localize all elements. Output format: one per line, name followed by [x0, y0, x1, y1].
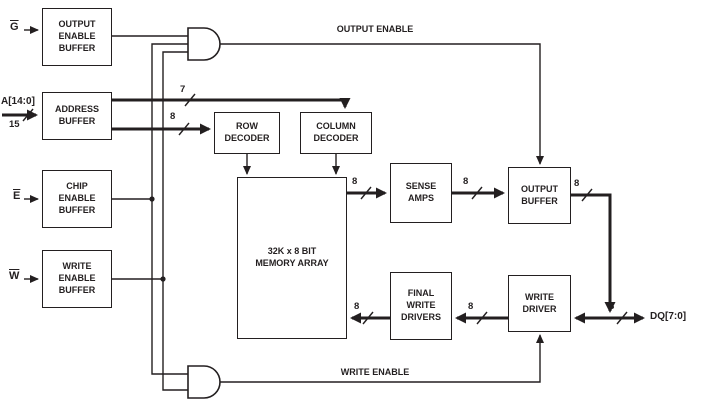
memory-array-block: 32K x 8 BIT MEMORY ARRAY: [237, 177, 347, 339]
address-column-bus: [112, 98, 351, 109]
address-buffer-block: ADDRESS BUFFER: [42, 92, 112, 140]
slash-8-wd-final: [476, 311, 488, 325]
slash-8-array-sense: [360, 186, 372, 200]
g-input-label: G: [10, 21, 19, 33]
bus-width-slashes: [22, 93, 628, 325]
chip-enable-buffer-block: CHIP ENABLE BUFFER: [42, 170, 112, 228]
w-junction-dot: [160, 276, 166, 282]
e-vertical-wire: [151, 43, 188, 375]
and-gates: [187, 27, 221, 399]
bus-width-8-outbuf-dq-label: 8: [574, 178, 580, 189]
slash-8-row: [178, 122, 190, 136]
bus-width-7-label: 7: [180, 84, 186, 95]
slash-8-final-array: [362, 311, 374, 325]
bus-width-8-dq-label: 8: [609, 301, 615, 312]
slash-8-outbuf-dq: [581, 188, 593, 202]
slash-8-sense-outbuf: [471, 186, 483, 200]
bus-width-8-array-sense-label: 8: [352, 176, 358, 187]
output-enable-and-gate: [187, 27, 221, 61]
slash-7: [184, 93, 196, 107]
dq-output-label: DQ[7:0]: [650, 311, 687, 322]
control-wires: [24, 26, 544, 391]
column-decoder-block: COLUMN DECODER: [300, 112, 372, 154]
slash-8-dq: [616, 311, 628, 325]
output-enable-buffer-block: OUTPUT ENABLE BUFFER: [42, 8, 112, 66]
write-driver-block: WRITE DRIVER: [508, 275, 571, 332]
write-enable-buffer-block: WRITE ENABLE BUFFER: [42, 250, 112, 308]
row-decoder-block: ROW DECODER: [214, 112, 280, 154]
output-enable-run-wire: [220, 43, 544, 165]
write-enable-run-wire: [220, 334, 544, 383]
bus-width-8-final-array-label: 8: [354, 301, 360, 312]
bus-width-8-row-label: 8: [170, 111, 176, 122]
bus-width-8-wd-final-label: 8: [468, 301, 474, 312]
w-input-label: W: [9, 270, 20, 282]
bus-width-8-sense-outbuf-label: 8: [463, 176, 469, 187]
slash-15: [22, 108, 34, 122]
write-enable-signal-label: WRITE ENABLE: [340, 367, 410, 377]
address-width-label: 15: [9, 119, 20, 130]
outbuf-to-dq-bus: [571, 193, 616, 313]
e-junction-dot: [149, 196, 155, 202]
write-enable-and-gate: [187, 365, 221, 399]
sense-amps-block: SENSE AMPS: [390, 163, 452, 223]
w-vertical-wire: [162, 51, 188, 391]
e-input-label: E: [13, 190, 21, 202]
output-enable-signal-label: OUTPUT ENABLE: [336, 24, 414, 34]
junction-dots: [149, 196, 166, 282]
output-buffer-block: OUTPUT BUFFER: [508, 167, 571, 224]
final-write-drivers-block: FINAL WRITE DRIVERS: [390, 272, 452, 340]
address-input-label: A[14:0]: [1, 96, 35, 107]
